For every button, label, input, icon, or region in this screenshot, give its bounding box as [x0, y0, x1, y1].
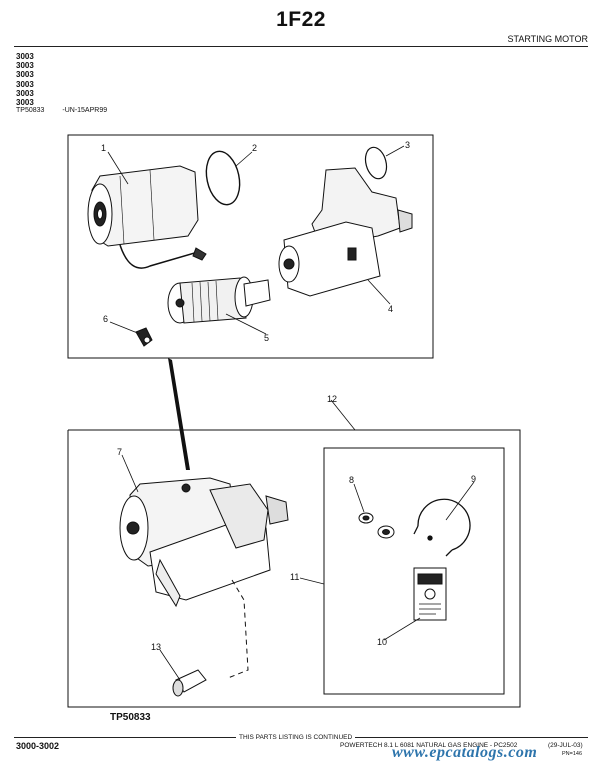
- part-8-bushings: [358, 512, 395, 539]
- footer-engine-title: POWERTECH 8.1 L 6081 NATURAL GAS ENGINE …: [340, 742, 518, 749]
- part-13-mounting-bolt: [172, 669, 207, 697]
- site-watermark[interactable]: www.epcatalogs.com: [392, 744, 538, 761]
- illustration-date-code: -UN-15APR99: [62, 107, 108, 114]
- footer-page-number: PN=146: [562, 751, 583, 757]
- upper-frame: [67, 134, 434, 359]
- page-code: 1F22: [276, 8, 326, 31]
- callout-10: 10: [377, 637, 387, 647]
- footer-page-ref: 3000-3002: [16, 741, 60, 751]
- part-4-drive-housing: [278, 167, 413, 297]
- model-entry: 3003: [16, 52, 34, 61]
- leader-lines: [107, 145, 475, 681]
- lower-frame: [67, 429, 521, 708]
- callout-8: 8: [349, 475, 354, 485]
- part-2-o-ring: [205, 150, 241, 206]
- model-entry: 3003: [16, 70, 34, 80]
- part-7-starter-assembly: [119, 477, 289, 608]
- part-1-motor-housing: [87, 165, 207, 269]
- model-entry: 3003: [16, 61, 34, 71]
- callout-1: 1: [101, 143, 106, 153]
- model-entry: 3003: [16, 88, 34, 98]
- callout-2: 2: [252, 143, 257, 153]
- section-title: STARTING MOTOR: [507, 34, 588, 44]
- callout-7: 7: [117, 447, 122, 457]
- callout-4: 4: [388, 304, 393, 314]
- callout-numbers: 1 2 3 4 5 6 7 8 9 10 11 12 13: [101, 140, 476, 652]
- callout-3: 3: [405, 140, 410, 150]
- callout-6: 6: [103, 314, 108, 324]
- part-9-retaining-ring: [413, 498, 471, 557]
- header-divider: [14, 46, 588, 47]
- footer-date: (29-JUL-03): [548, 742, 583, 749]
- part-10-instruction-decal: [413, 567, 447, 621]
- callout-12: 12: [327, 394, 337, 404]
- callout-11: 11: [290, 572, 299, 582]
- model-entry: 3003: [16, 79, 34, 89]
- illustration-id: TP50833: [16, 107, 45, 114]
- illustration-reference: TP50833 -UN-15APR99: [16, 107, 107, 114]
- model-entry: 3003: [16, 98, 34, 108]
- model-list: 3003 3003 3003 3003 3003 3003: [16, 52, 34, 107]
- part-3-o-ring: [364, 146, 388, 180]
- continued-notice: THIS PARTS LISTING IS CONTINUED: [236, 734, 356, 741]
- callout-9: 9: [471, 474, 476, 484]
- callout-13: 13: [151, 642, 161, 652]
- mounting-leader: [227, 579, 249, 679]
- callout-5: 5: [264, 333, 269, 343]
- part-6-terminal-screw: [135, 327, 153, 347]
- part-5-drive-pinion: [167, 276, 271, 324]
- kit-inset-frame: [323, 447, 505, 695]
- view-connector: [168, 358, 190, 470]
- figure-caption: TP50833: [110, 712, 151, 723]
